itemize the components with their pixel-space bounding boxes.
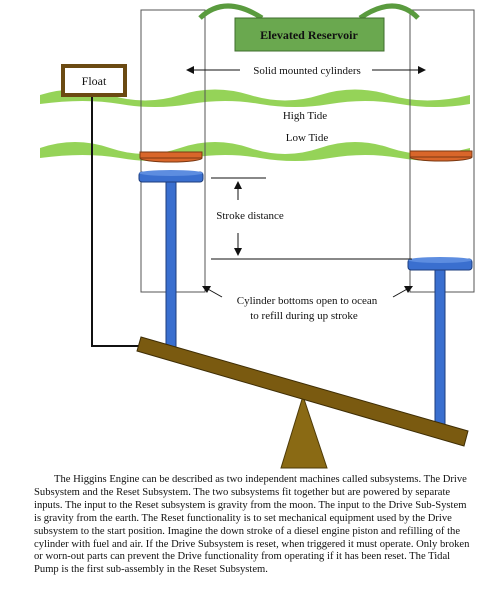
right-pipe <box>358 3 420 21</box>
cylinders-arrowhead-right <box>418 66 426 74</box>
low-tide-label: Low Tide <box>286 132 329 144</box>
right-float-ring-body <box>409 150 473 158</box>
left-float-ring-body <box>139 151 203 159</box>
stroke-arrowhead-down <box>234 248 242 256</box>
cylinders-label: Solid mounted cylinders <box>253 65 361 77</box>
float-rod <box>91 97 141 347</box>
low-tide-water <box>40 142 470 161</box>
bottoms-label-line1: Cylinder bottoms open to ocean <box>237 295 378 307</box>
left-piston-rod <box>165 181 177 355</box>
float <box>61 64 127 97</box>
float-label: Float <box>82 74 107 88</box>
caption-paragraph: The Higgins Engine can be described as t… <box>34 474 470 576</box>
left-piston-top <box>139 170 203 176</box>
right-piston-top <box>408 257 472 263</box>
high-tide-label: High Tide <box>283 110 327 122</box>
cylinders-arrowhead-left <box>186 66 194 74</box>
right-piston-rod <box>434 269 446 428</box>
elevated-reservoir <box>234 17 385 52</box>
left-pipe <box>198 3 264 21</box>
tidal-pump-diagram: Elevated Reservoir Float Solid mounted c… <box>40 3 475 469</box>
bottoms-label-line2: to refill during up stroke <box>250 310 358 322</box>
lever-beam <box>136 336 469 447</box>
stroke-arrowhead-up <box>234 181 242 189</box>
high-tide-water <box>40 89 470 107</box>
fulcrum <box>280 394 328 469</box>
reservoir-label: Elevated Reservoir <box>260 28 358 42</box>
stroke-label: Stroke distance <box>216 210 284 222</box>
bottoms-arrowhead-right <box>404 286 413 293</box>
bottoms-arrowhead-left <box>202 286 211 293</box>
